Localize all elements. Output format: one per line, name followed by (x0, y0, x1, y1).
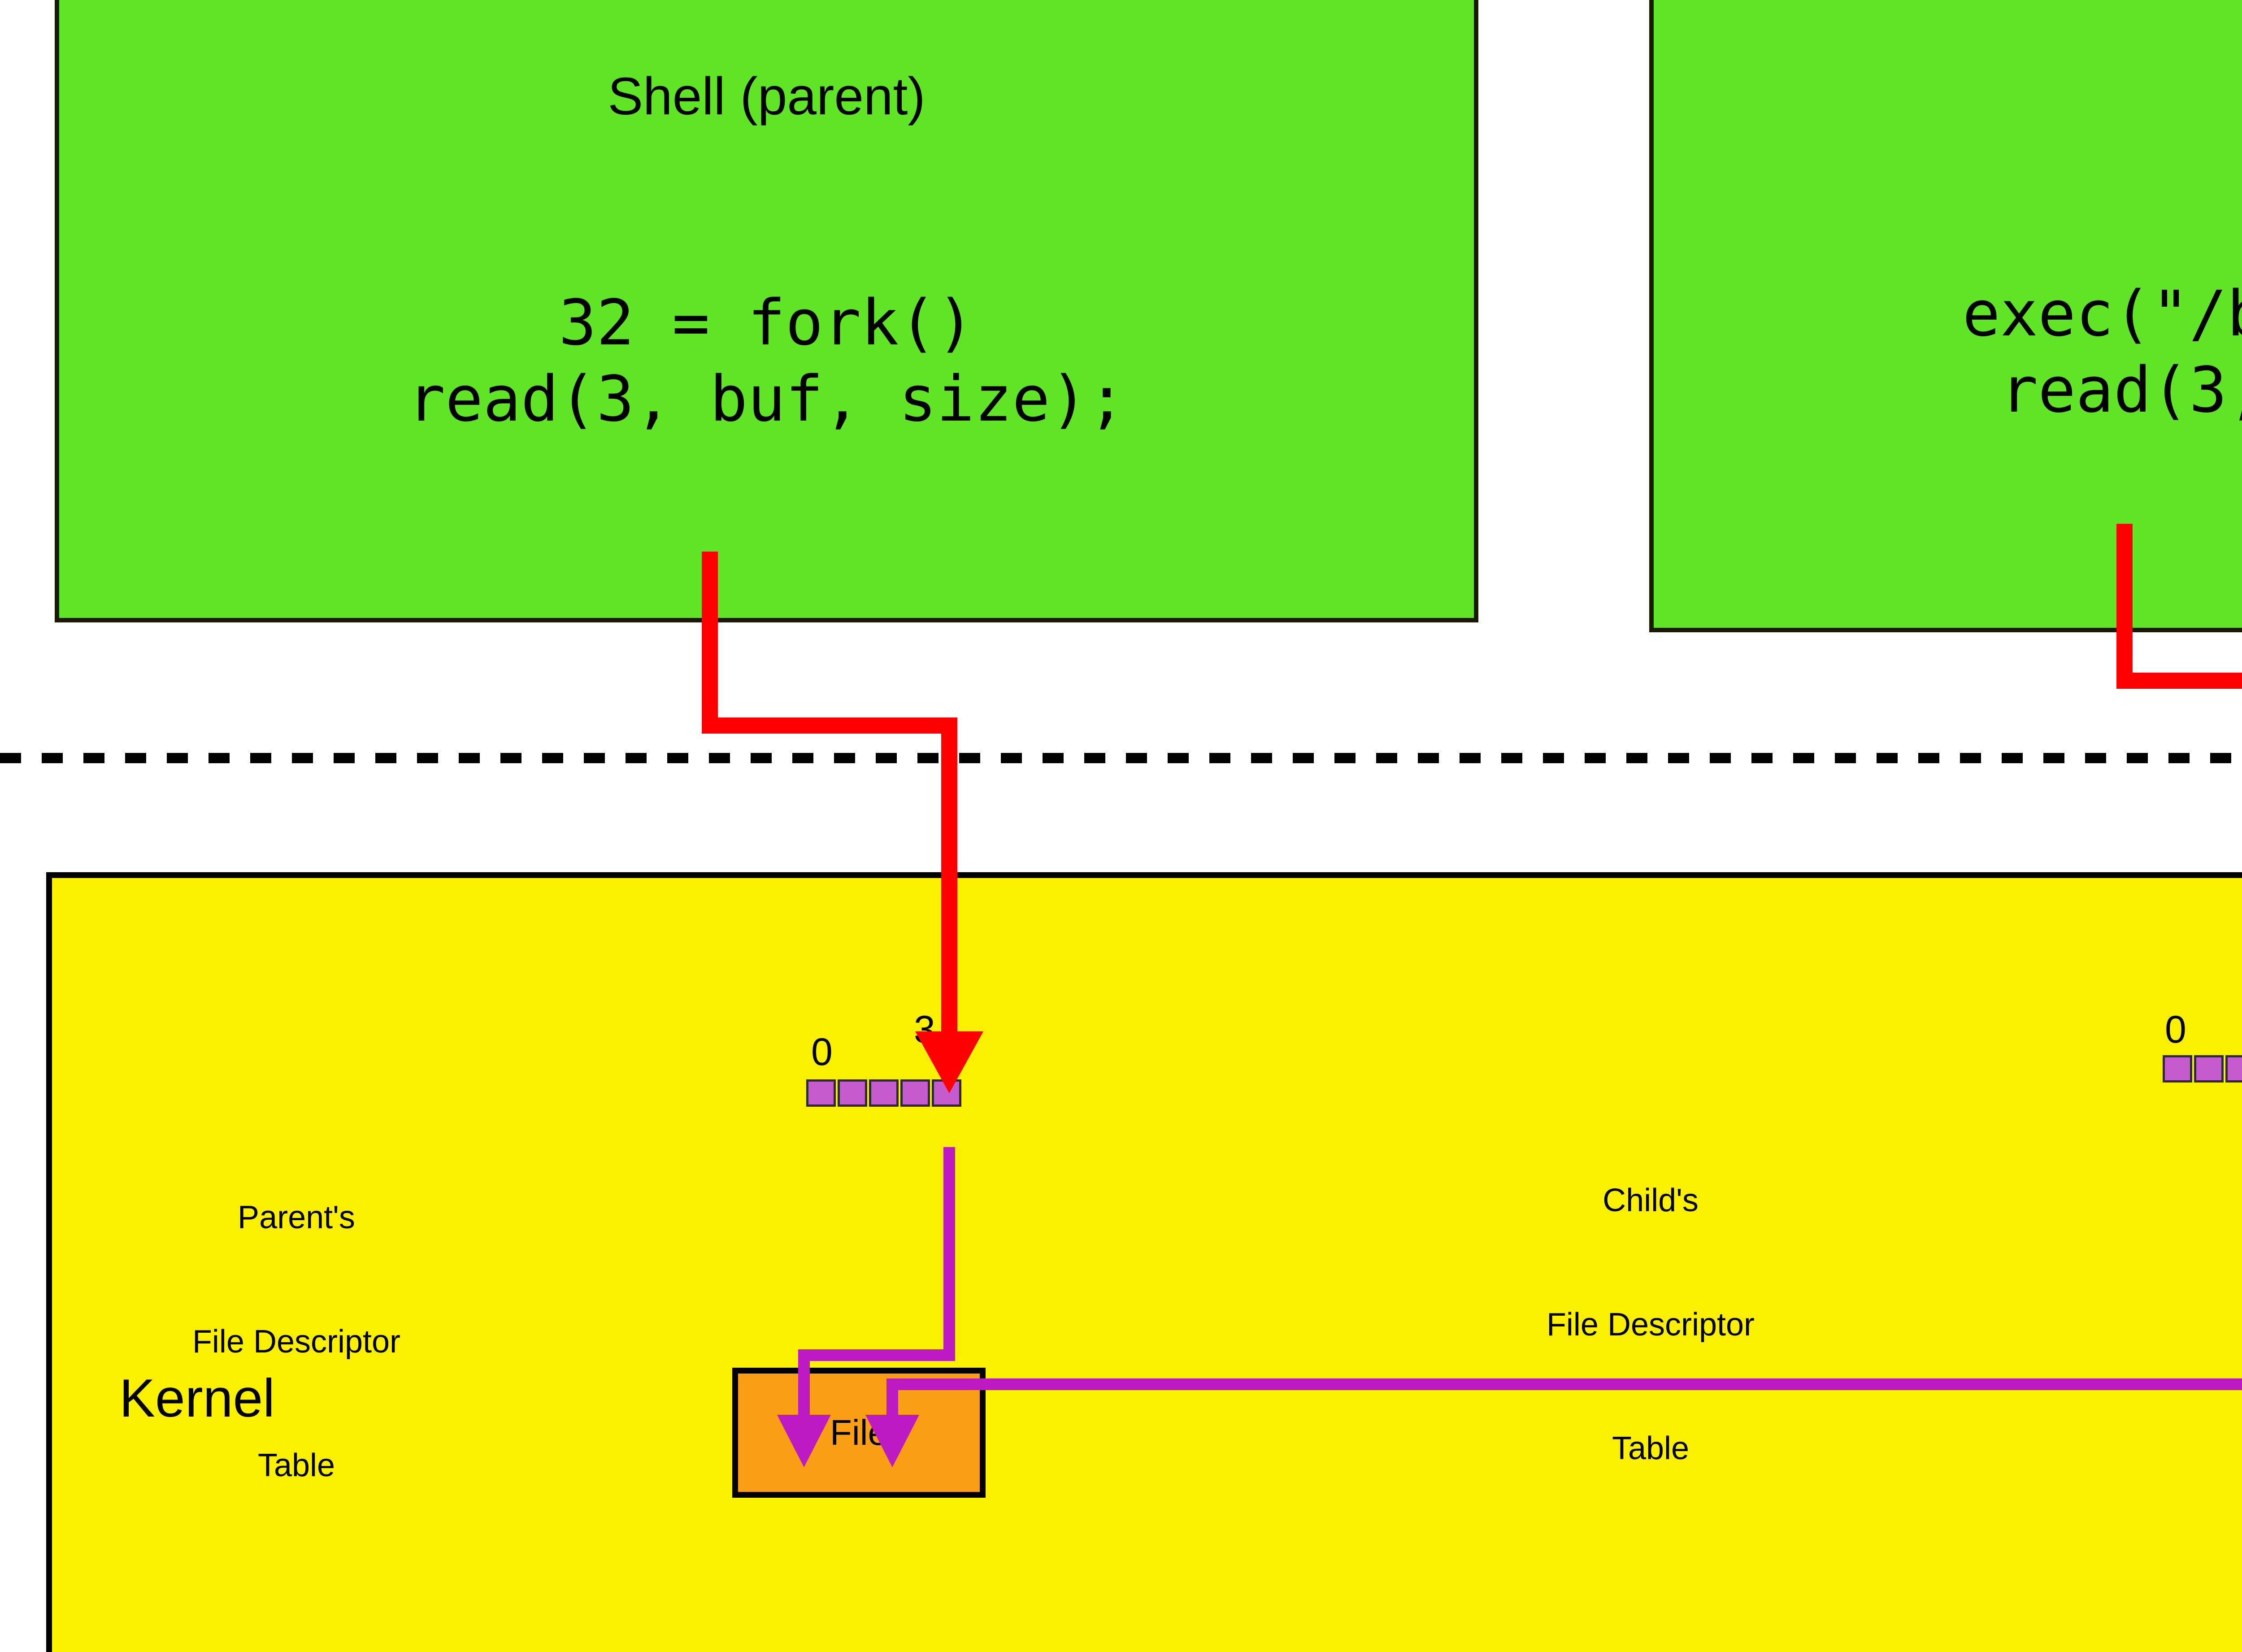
process-code-line-child-0: exec("/bin/wc", argv) (1962, 278, 2242, 351)
child-fd-cell-0[interactable] (2163, 1055, 2192, 1082)
kernel-label: Kernel (119, 1368, 275, 1428)
parent-fd-table-caption-line-1: File Descriptor (192, 1323, 401, 1360)
parent-fd-table[interactable] (806, 1079, 961, 1107)
child-fd-cell-1[interactable] (2194, 1055, 2224, 1082)
user-kernel-boundary-dashed-line (0, 753, 2242, 763)
parent-fd-table-caption-line-0: Parent's (238, 1200, 355, 1236)
parent-fd-table-caption-line-2: Table (257, 1448, 335, 1484)
parent-fd-index-0-label: 0 (811, 1030, 833, 1074)
process-box-parent: Shell (parent) 32 = fork() read(3, buf, … (55, 0, 1478, 622)
child-fd-index-0-label: 0 (2165, 1008, 2186, 1051)
process-code-line-parent-1: read(3, buf, size); (407, 363, 1126, 436)
parent-fd-cell-3[interactable] (900, 1079, 930, 1107)
process-box-child: wc -l exec("/bin/wc", argv) read(3, buf,… (1649, 0, 2242, 632)
file-object-label: File (830, 1413, 888, 1452)
child-fd-table-caption-line-1: File Descriptor (1546, 1306, 1755, 1343)
parent-fd-table-caption: Parent's File Descriptor Table (101, 1114, 491, 1569)
process-title-child: wc -l (1654, 74, 2242, 127)
child-fd-table-caption-line-0: Child's (1603, 1182, 1699, 1219)
child-fd-table-caption-line-2: Table (1612, 1430, 1690, 1467)
child-fd-cell-2[interactable] (2225, 1055, 2242, 1082)
process-title-parent: Shell (parent) (608, 67, 925, 126)
child-fd-table-caption: Child's File Descriptor Table (1456, 1097, 1846, 1552)
process-code-line-child-1: read(3, buf, size); (2000, 354, 2242, 427)
parent-fd-cell-4[interactable] (932, 1079, 961, 1107)
child-fd-table[interactable] (2163, 1055, 2242, 1082)
parent-fd-cell-0[interactable] (806, 1079, 836, 1107)
parent-fd-index-3-label: 3 (914, 1008, 935, 1051)
parent-fd-cell-2[interactable] (869, 1079, 899, 1107)
file-object-box[interactable]: File (732, 1368, 986, 1498)
process-code-line-parent-0: 32 = fork() (558, 287, 975, 360)
parent-fd-cell-1[interactable] (838, 1079, 867, 1107)
kernel-box: Kernel Parent's File Descriptor Table 0 … (46, 872, 2242, 1652)
